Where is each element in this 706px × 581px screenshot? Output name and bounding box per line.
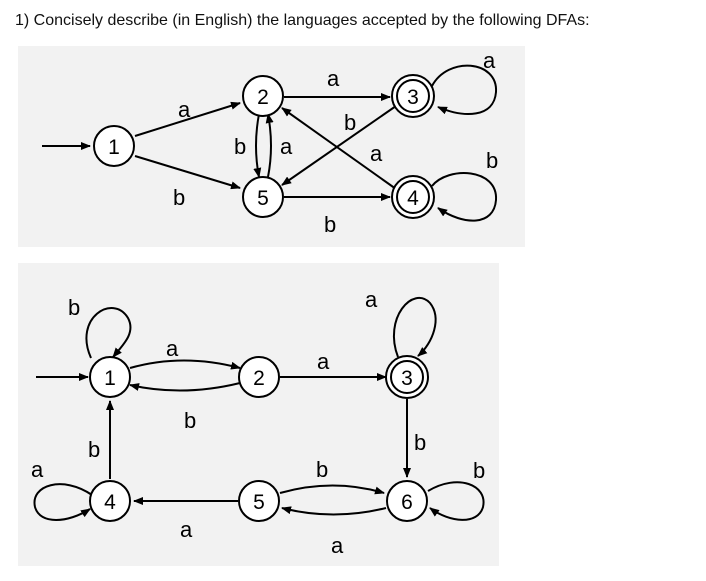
dfa1-state-5: 5 [242,176,284,218]
svg-text:4: 4 [407,187,419,210]
dfa2-label-1-2: a [166,336,179,361]
dfa1-diagram: 1 2 3 4 5 a b b a a b b a a b [18,46,525,247]
dfa1-state-3: 3 [391,74,435,118]
dfa1-edge-3-5 [281,105,397,186]
dfa2-state-5: 5 [238,480,280,522]
svg-text:6: 6 [401,491,413,514]
dfa1-label-3-5: a [370,141,383,166]
svg-text:5: 5 [257,187,269,210]
question-text: 1) Concisely describe (in English) the l… [15,12,590,29]
dfa1-loop-4 [431,172,498,222]
dfa2-state-3: 3 [385,355,429,399]
dfa1-label-5-2: a [280,134,293,159]
dfa1-label-1-2: a [178,97,191,122]
dfa1-label-4-2: b [344,110,356,135]
dfa2-label-4-4: a [31,457,44,482]
dfa2-label-2-3: a [317,349,330,374]
dfa1-edge-1-2 [134,101,241,137]
dfa2-label-3-6: b [414,430,426,455]
svg-text:1: 1 [108,136,120,159]
dfa2-state-2: 2 [238,356,280,398]
dfa1-panel: 1 2 3 4 5 a b b a a b b a a b [18,46,525,247]
dfa2-label-5-6: b [316,457,328,482]
dfa2-label-6-6: b [473,458,485,483]
dfa1-label-4-4: b [486,148,498,173]
dfa2-label-3-3: a [365,287,378,312]
svg-text:3: 3 [401,367,413,390]
dfa2-loop-3 [392,296,437,358]
dfa1-edge-2-5 [253,113,262,178]
dfa1-edge-1-5 [134,155,241,190]
svg-text:3: 3 [407,86,419,109]
dfa2-panel: 1 2 3 4 5 6 b a b a a b b b a [18,263,499,566]
dfa1-state-2: 2 [242,75,284,117]
dfa2-edge-1-2 [129,359,241,370]
svg-text:4: 4 [104,491,116,514]
dfa2-edge-5-6 [279,484,385,495]
svg-text:2: 2 [257,86,269,109]
dfa1-state-1: 1 [93,125,135,167]
dfa2-label-6-5: a [331,533,344,558]
dfa2-state-1: 1 [89,356,131,398]
dfa1-edge-4-2 [281,107,397,190]
dfa2-edge-2-1 [129,382,241,392]
dfa2-edge-6-5 [281,506,387,516]
svg-text:5: 5 [253,491,265,514]
dfa1-label-3-3: a [483,48,496,73]
dfa2-diagram: 1 2 3 4 5 6 b a b a a b b b a [18,263,499,566]
dfa2-label-2-1: b [184,408,196,433]
dfa1-label-2-5: b [234,134,246,159]
dfa2-state-4: 4 [89,480,131,522]
dfa2-loop-6 [427,481,485,521]
dfa1-label-2-3: a [327,66,340,91]
dfa1-label-5-4: b [324,212,336,237]
dfa1-label-1-5: b [173,185,185,210]
dfa1-state-4: 4 [391,175,435,219]
svg-text:1: 1 [104,367,116,390]
dfa2-state-6: 6 [386,480,428,522]
dfa2-label-5-4: a [180,517,193,542]
dfa2-loop-1 [85,307,132,359]
dfa1-edge-5-2 [265,113,274,178]
dfa2-label-4-1: b [88,437,100,462]
dfa1-loop-3 [431,64,498,115]
dfa2-loop-4 [33,483,93,521]
dfa2-label-1-1: b [68,295,80,320]
svg-text:2: 2 [253,367,265,390]
